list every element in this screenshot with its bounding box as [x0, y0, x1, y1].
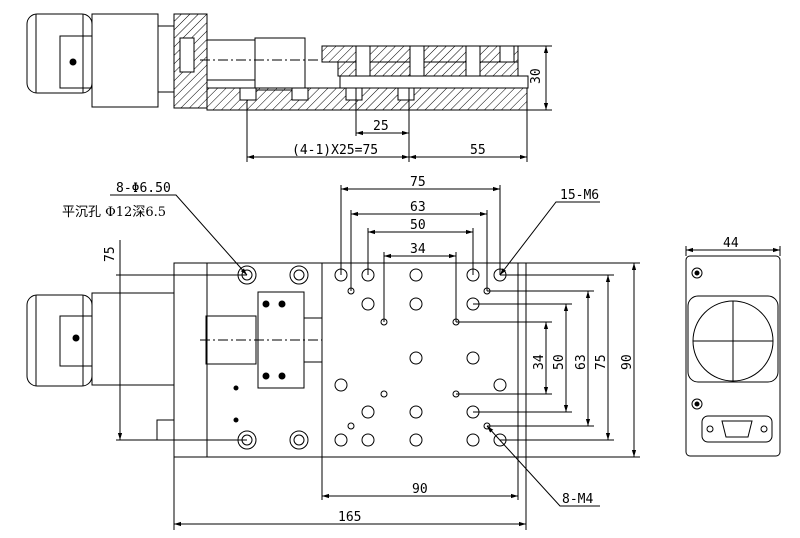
dim-text-top-34: 34	[410, 242, 426, 257]
dim-text-right-63: 63	[574, 354, 589, 370]
thread-label-m6: 15-M6	[560, 188, 599, 203]
m6-holes	[334, 268, 507, 447]
end-motor-face	[687, 295, 779, 383]
motor-body	[91, 13, 159, 108]
motor-top	[91, 292, 175, 386]
dim-text-pitch-total: (4-1)X25=75	[292, 143, 378, 158]
thread-label-m4: 8-M4	[562, 492, 593, 507]
dim-text-30: 30	[529, 68, 544, 84]
dim-text-right-50: 50	[552, 354, 567, 370]
dim-text-top-63: 63	[410, 200, 426, 215]
dim-text-bottom-90: 90	[412, 482, 428, 497]
db9-connector	[701, 415, 773, 443]
dim-text-top-50: 50	[410, 218, 426, 233]
dim-text-right-34: 34	[532, 354, 547, 370]
top-view	[26, 185, 640, 530]
dim-text-bottom-165: 165	[338, 510, 361, 525]
dim-text-55: 55	[470, 143, 486, 158]
leader-m6	[499, 201, 600, 276]
end-view	[685, 246, 781, 457]
base-outline	[173, 262, 527, 458]
dim-text-right-75: 75	[594, 354, 609, 370]
leader-m4	[486, 425, 600, 507]
counterbore-holes	[237, 265, 309, 450]
leader-counterbore	[110, 194, 248, 276]
hole-label: 8-Φ6.50	[116, 181, 171, 196]
hole-note: 平沉孔 Φ12深6.5	[62, 205, 166, 220]
dim-text-top-75: 75	[410, 175, 426, 190]
dim-text-right-90: 90	[620, 354, 635, 370]
end-view-outline	[685, 255, 781, 457]
dim-text-44: 44	[723, 236, 739, 251]
dim-text-left-75: 75	[103, 246, 118, 262]
side-view	[26, 13, 552, 162]
dim-text-25: 25	[373, 119, 389, 134]
